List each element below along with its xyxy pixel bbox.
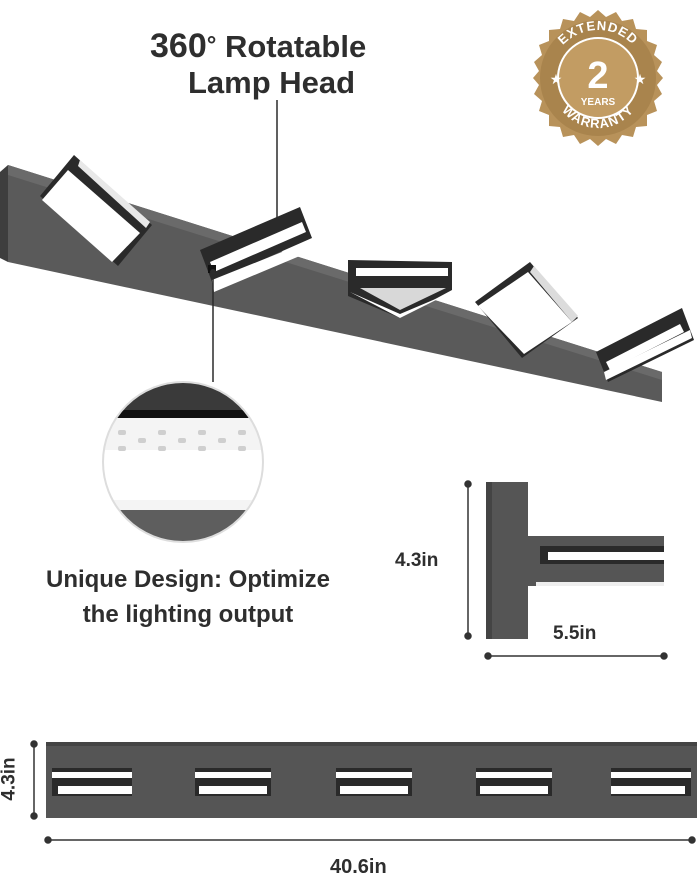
title-line-2: Lamp Head <box>188 65 356 100</box>
seal-star-left-icon: ★ <box>550 71 563 87</box>
rotatable-head-title: 360° Rotatable Lamp Head <box>150 28 450 101</box>
side-height-label: 4.3in <box>395 550 439 571</box>
zoom-detail-circle <box>103 382 263 542</box>
title-degree-symbol: ° <box>206 32 217 59</box>
front-lamp-1 <box>52 768 132 796</box>
lamp-head-3 <box>348 260 452 318</box>
lamp-head-2 <box>200 207 314 292</box>
front-lamp-5 <box>611 768 691 796</box>
front-height-label: 4.3in <box>0 757 20 801</box>
side-view-drawing <box>486 482 664 639</box>
title-line-1: 360° Rotatable <box>150 28 450 65</box>
side-height-dimension-line <box>464 480 472 640</box>
seal-inner-disc <box>557 37 639 119</box>
side-depth-label: 5.5in <box>553 623 597 644</box>
fixture-backplate-side <box>0 165 8 262</box>
seal-unit: YEARS <box>581 97 616 108</box>
zoom-leader-dot <box>210 269 216 275</box>
front-lamp-2 <box>195 768 271 796</box>
title-rotatable: Rotatable <box>216 29 367 64</box>
seal-number: 2 <box>587 55 608 97</box>
front-width-label: 40.6in <box>330 856 387 878</box>
zoom-circle-border <box>102 381 264 543</box>
front-lamp-4 <box>476 768 552 796</box>
lamp-head-5 <box>596 308 694 382</box>
lamp-head-4 <box>475 262 578 358</box>
side-depth-dimension-line <box>484 652 668 660</box>
title-degrees: 360 <box>150 27 207 65</box>
design-caption-line-1: Unique Design: Optimize <box>45 566 330 593</box>
front-height-dimension-line <box>30 740 38 820</box>
front-width-dimension-line <box>44 836 696 844</box>
lamp-head-1 <box>40 155 152 266</box>
design-caption: Unique Design: Optimize the lighting out… <box>18 562 358 632</box>
front-lamp-3 <box>336 768 412 796</box>
design-caption-line-2: the lighting output <box>82 601 294 628</box>
front-view-drawing <box>46 742 697 818</box>
seal-star-right-icon: ★ <box>634 71 647 87</box>
warranty-seal-icon: EXTENDED WARRANTY 2 YEARS ★ ★ <box>533 10 663 146</box>
